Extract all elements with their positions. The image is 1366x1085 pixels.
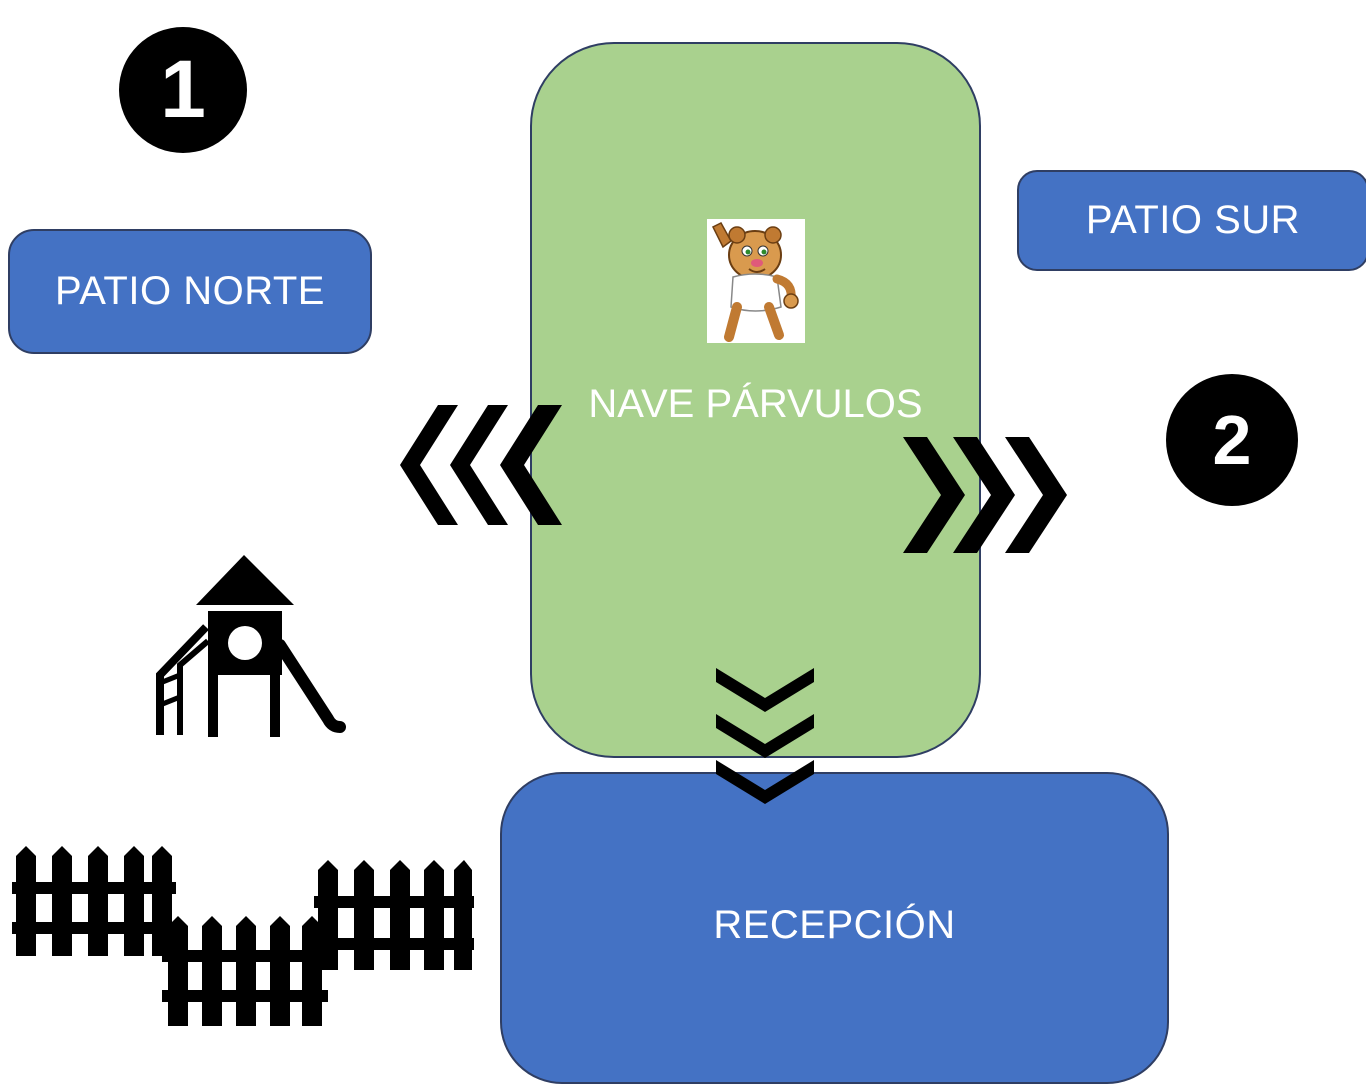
recepcion-box: RECEPCIÓN [500, 772, 1169, 1084]
playground-slide-icon [156, 555, 346, 737]
triple-chevron-right-icon [903, 437, 1067, 553]
patio-norte-box: PATIO NORTE [8, 229, 372, 354]
patio-sur-box: PATIO SUR [1017, 170, 1366, 271]
nave-parvulos-box: NAVE PÁRVULOS [530, 42, 981, 758]
step-2-badge: 2 [1166, 374, 1298, 506]
triple-chevron-down-icon [716, 668, 814, 804]
triple-chevron-left-icon [400, 405, 562, 525]
step-1-badge: 1 [119, 27, 247, 153]
fence-icon [12, 846, 474, 1026]
patio-sur-label: PATIO SUR [1085, 198, 1301, 242]
nave-parvulos-label: NAVE PÁRVULOS [588, 382, 923, 426]
lion-mascot-icon [707, 219, 805, 343]
recepcion-label: RECEPCIÓN [713, 902, 956, 947]
patio-norte-label: PATIO NORTE [55, 269, 325, 313]
